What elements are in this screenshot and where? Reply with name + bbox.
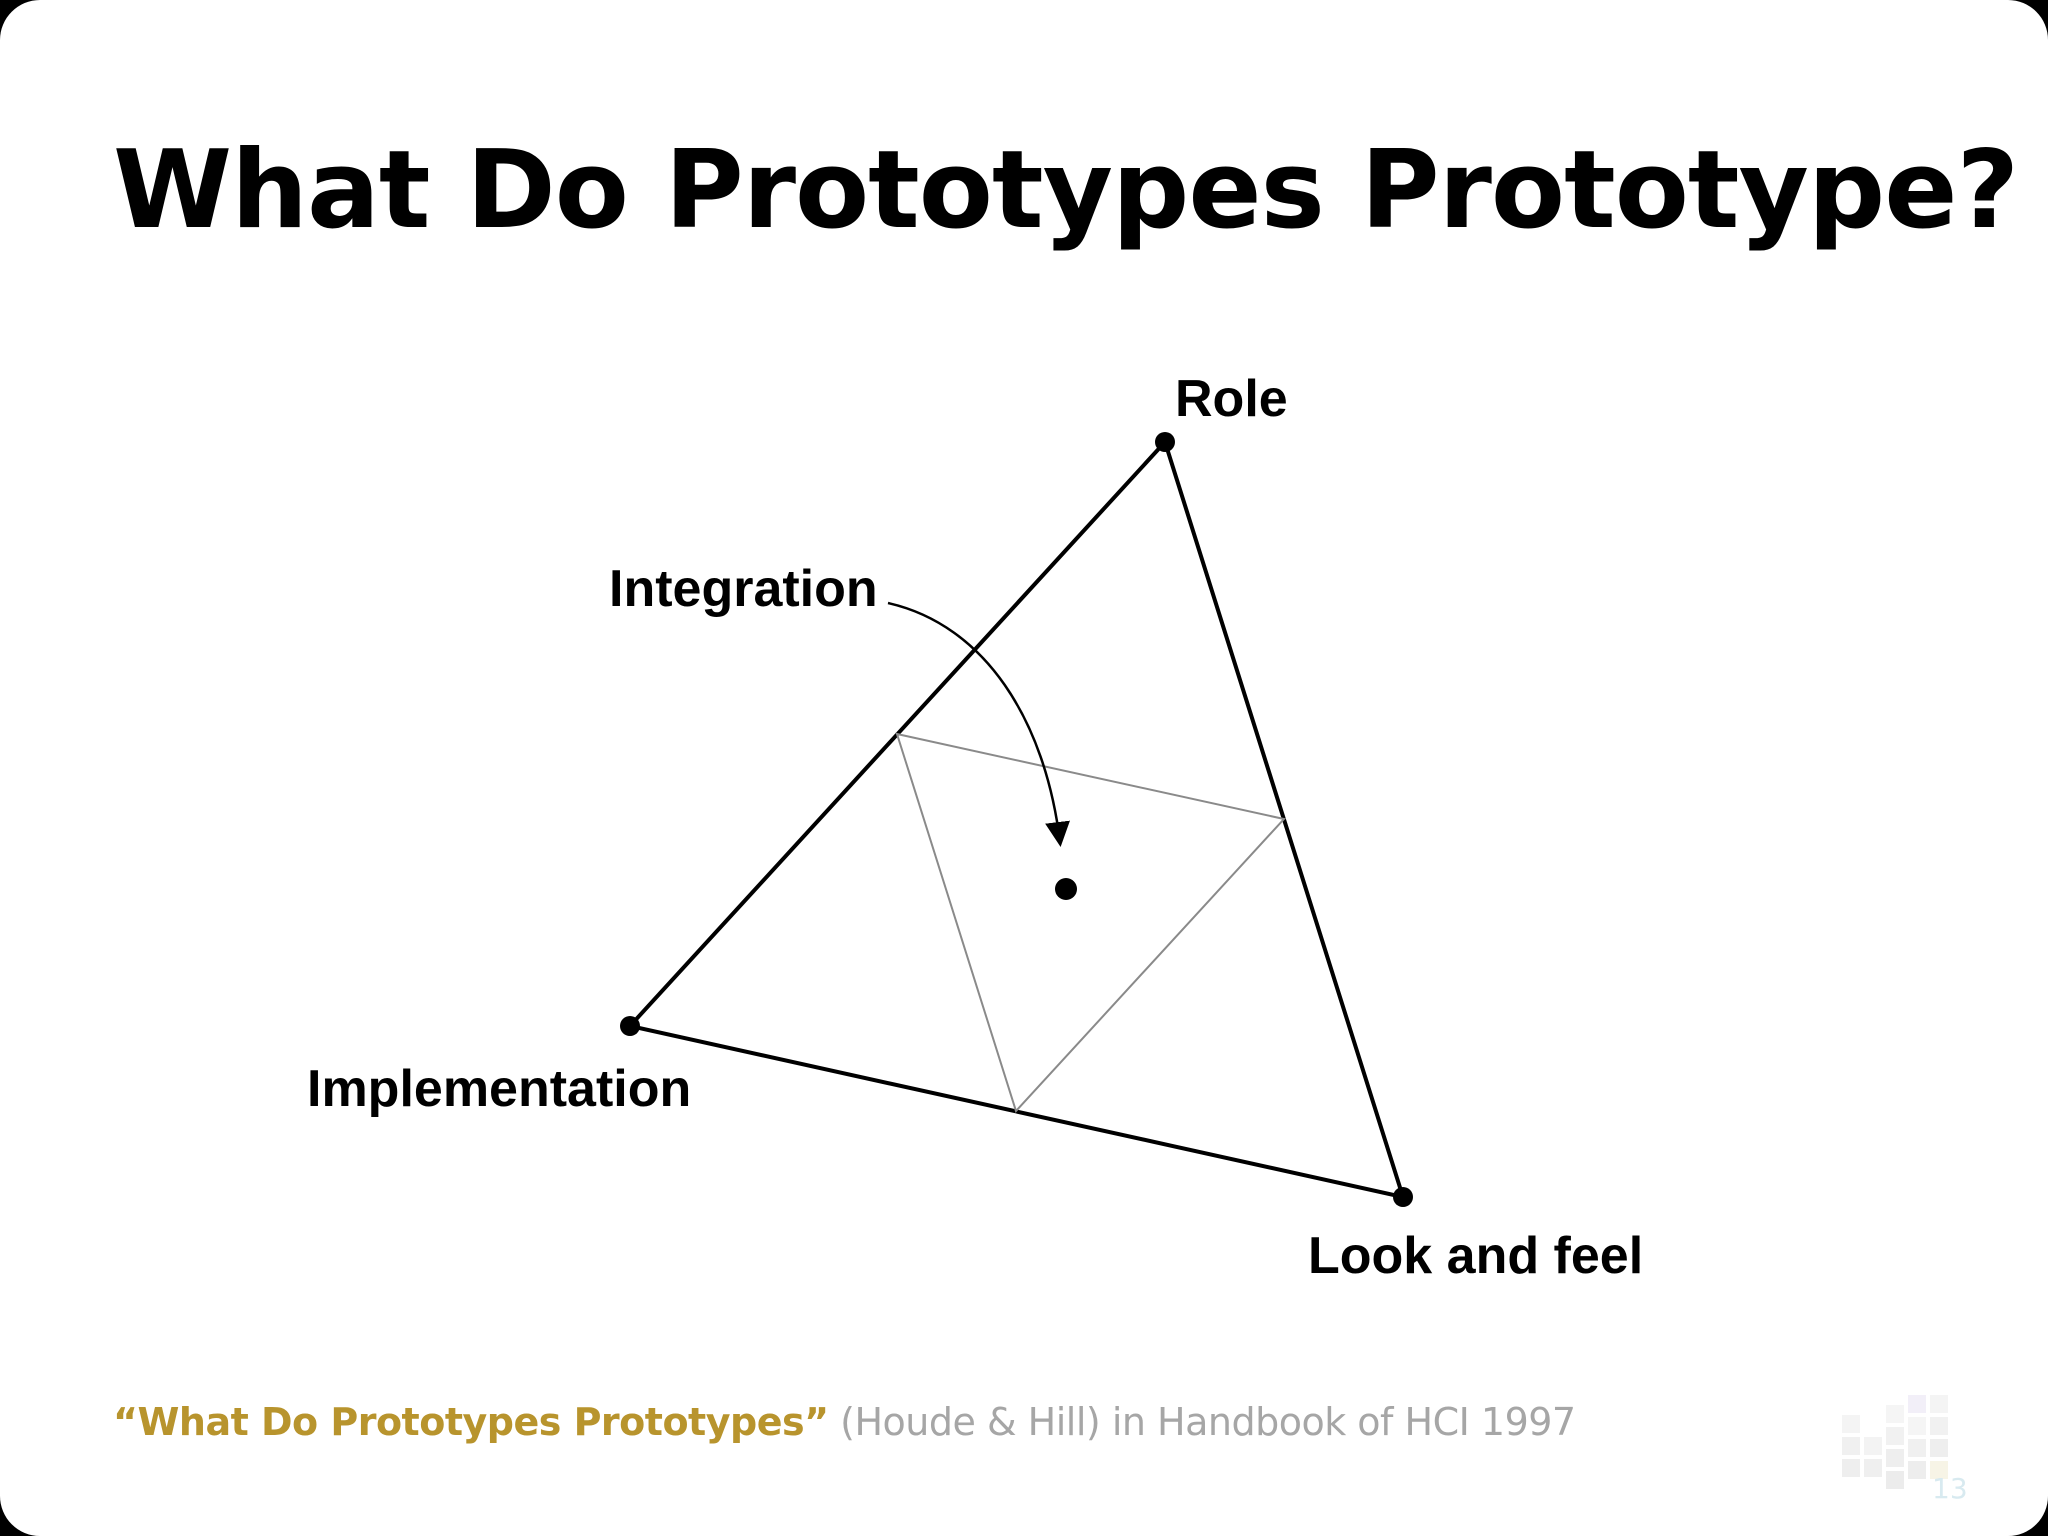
outer-triangle — [626, 438, 1406, 1200]
lab-logo-icon — [1842, 1395, 1948, 1489]
citation: “What Do Prototypes Prototypes” (Houde &… — [113, 1400, 1576, 1444]
look-and-feel-label: Look and feel — [1308, 1227, 1643, 1285]
implementation-label: Implementation — [307, 1060, 691, 1118]
citation-title: “What Do Prototypes Prototypes” — [113, 1400, 829, 1444]
implementation-vertex-dot — [620, 1016, 640, 1036]
integration-arrow — [887, 601, 1070, 847]
integration-label: Integration — [609, 560, 878, 618]
slide-number: 13 — [1932, 1472, 1968, 1505]
inner-triangle — [895, 732, 1286, 1113]
role-label: Role — [1175, 370, 1288, 428]
look-and-feel-vertex-dot — [1393, 1187, 1413, 1207]
citation-source: (Houde & Hill) in Handbook of HCI 1997 — [828, 1400, 1576, 1444]
slide-title: What Do Prototypes Prototype? — [113, 128, 2019, 253]
integration-point-dot — [1055, 878, 1077, 900]
role-vertex-dot — [1155, 432, 1175, 452]
